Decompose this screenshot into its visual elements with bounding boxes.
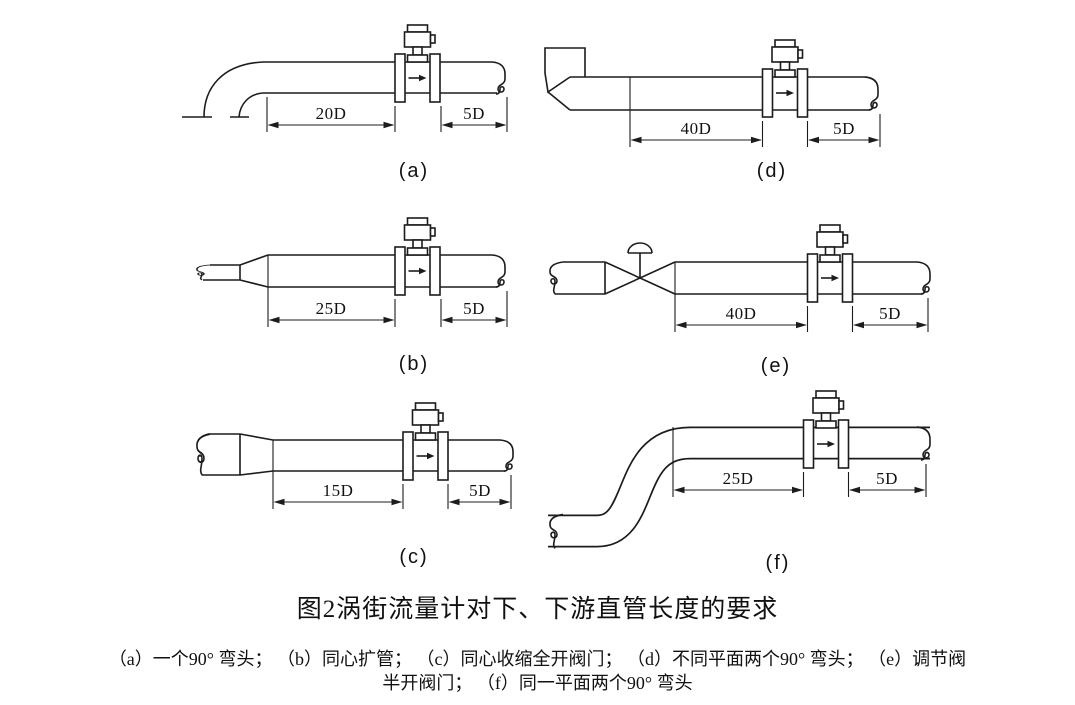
- dimension-label-downstream: 5D: [463, 299, 485, 318]
- pipe-break-icon: [916, 261, 931, 295]
- subfigure-a: 20D 5D (a): [182, 25, 508, 182]
- subfigure-label: (d): [757, 160, 787, 182]
- elbow-90-icon: [182, 61, 264, 118]
- sbend-pipe-fill: [548, 428, 930, 546]
- subfigure-label: (b): [399, 353, 429, 375]
- dimension-label-upstream: 40D: [681, 119, 712, 138]
- pipe-small: [203, 264, 240, 281]
- dimension-label-downstream: 5D: [463, 104, 485, 123]
- extension-lines: [629, 77, 881, 147]
- figure-legend-line-1: （a）一个90° 弯头； （b）同心扩管； （c）同心收缩全开阀门； （d）不同…: [108, 649, 967, 669]
- pipe: [273, 439, 505, 472]
- extension-lines: [267, 255, 508, 327]
- pipe-large: [202, 433, 240, 476]
- pipe: [263, 61, 497, 94]
- subfigure-b: 25D 5D (b): [196, 218, 508, 375]
- pipe-break-icon: [491, 254, 506, 288]
- concentric-reducer-icon: [239, 433, 274, 476]
- figure-legend-line-2: 半开阀门； （f）同一平面两个90° 弯头: [382, 673, 693, 693]
- pipe: [570, 76, 870, 111]
- pipe-break-icon: [864, 76, 879, 111]
- extension-lines: [272, 440, 512, 509]
- control-valve-icon: [604, 242, 676, 295]
- pipe-break-icon: [491, 61, 506, 95]
- subfigure-f: 25D 5D (f): [548, 391, 931, 574]
- dimension-label-upstream: 15D: [323, 481, 354, 500]
- pipe-break-icon: [549, 261, 564, 295]
- pipe-break-icon: [196, 432, 211, 476]
- subfigure-label: (e): [761, 355, 791, 377]
- pipe-break-icon: [196, 264, 211, 281]
- extension-lines: [674, 262, 929, 332]
- flowmeter-icon: [403, 403, 448, 480]
- subfigure-label: (a): [399, 160, 429, 182]
- extension-lines: [672, 427, 927, 497]
- pipe-break-icon: [549, 513, 564, 549]
- dimension-label-upstream: 25D: [316, 299, 347, 318]
- elbow-out-of-plane-icon: [544, 47, 586, 111]
- dimension-label-upstream: 20D: [316, 104, 347, 123]
- extension-lines: [266, 97, 508, 132]
- subfigure-c: 15D 5D (c): [196, 403, 514, 568]
- pipe-left: [555, 261, 605, 295]
- dimension-label-upstream: 40D: [726, 304, 757, 323]
- concentric-expander-icon: [239, 254, 269, 288]
- subfigure-e: 40D 5D (e): [549, 225, 931, 377]
- subfigure-d: 40D 5D (d): [544, 40, 881, 182]
- pipe: [268, 254, 497, 288]
- subfigure-label: (f): [766, 552, 791, 574]
- flowmeter-icon: [763, 40, 808, 117]
- dimension-label-downstream: 5D: [879, 304, 901, 323]
- dimension-label-downstream: 5D: [876, 469, 898, 488]
- figure-legend: （a）一个90° 弯头； （b）同心扩管； （c）同心收缩全开阀门； （d）不同…: [0, 647, 1075, 695]
- dimension-label-downstream: 5D: [833, 119, 855, 138]
- flowmeter-icon: [808, 225, 853, 302]
- pipe-break-icon: [499, 439, 514, 472]
- dimension-label-downstream: 5D: [469, 481, 491, 500]
- pipe: [675, 261, 922, 295]
- dimension-label-upstream: 25D: [723, 469, 754, 488]
- figure-caption: 图2涡街流量计对下、下游直管长度的要求: [296, 596, 779, 623]
- pipe-break-icon: [916, 426, 931, 461]
- flowmeter-icon: [395, 25, 440, 102]
- vortex-flowmeter-straight-pipe-diagram: 20D 5D (a) 40D 5D (d) 25D 5D (b): [182, 0, 931, 574]
- subfigure-label: (c): [399, 546, 428, 568]
- flowmeter-icon: [395, 218, 440, 295]
